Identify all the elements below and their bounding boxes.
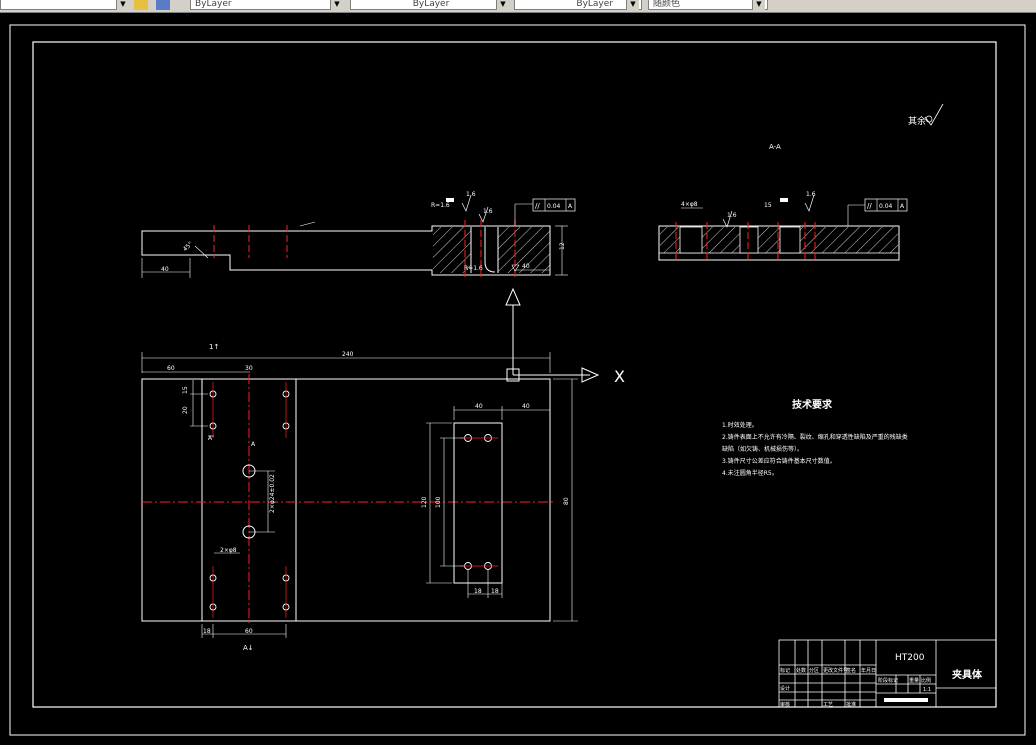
layer-state-icon[interactable]	[134, 0, 148, 10]
svg-text:4.未注圆角半径R5。: 4.未注圆角半径R5。	[722, 469, 778, 477]
title-block	[778, 639, 997, 708]
svg-text:40: 40	[161, 266, 169, 273]
svg-text:批准: 批准	[846, 701, 856, 708]
svg-text:工艺: 工艺	[823, 702, 833, 708]
svg-text:1↑: 1↑	[209, 343, 219, 351]
svg-text:18: 18	[474, 588, 482, 595]
svg-text:A: A	[208, 435, 213, 442]
roughness-symbol-icon	[722, 210, 733, 228]
svg-text:1.6: 1.6	[727, 212, 737, 219]
svg-text:40: 40	[522, 403, 530, 410]
chevron-down-icon[interactable]: ▼	[626, 0, 639, 10]
part-name: 夹具体	[952, 668, 983, 681]
chevron-down-icon[interactable]: ▼	[752, 0, 765, 10]
svg-text:12: 12	[559, 242, 566, 250]
svg-text:1:1: 1:1	[923, 687, 931, 693]
svg-text:60: 60	[167, 365, 175, 372]
svg-text:1.6: 1.6	[483, 208, 493, 215]
svg-text:X: X	[614, 367, 625, 386]
svg-text:0.04: 0.04	[879, 203, 893, 210]
svg-text:更改文件号: 更改文件号	[823, 667, 848, 674]
cad-drawing[interactable]: 其余 40 45° 12 40 R=1.6 R=1.6 1.6	[0, 13, 1036, 741]
flatness-frame	[532, 198, 576, 212]
svg-text:240: 240	[342, 351, 354, 358]
svg-text:标记: 标记	[780, 667, 790, 674]
svg-text:A-A: A-A	[769, 143, 781, 151]
plan-view: 1↑ 240 60 30 2×φ24±0.02	[141, 343, 578, 652]
svg-text:15: 15	[182, 386, 189, 394]
layer-dropdown[interactable]	[0, 0, 118, 10]
properties-toolbar: ▼ ByLayer ▼ ByLayer ▼ ByLayer ▼ 随颜色 ▼	[0, 0, 1036, 13]
svg-text:R=1.6: R=1.6	[431, 202, 450, 209]
svg-text:阶段标记: 阶段标记	[878, 677, 898, 684]
chevron-down-icon[interactable]: ▼	[116, 0, 129, 10]
svg-text:18: 18	[203, 628, 211, 635]
roughness-symbol-icon	[924, 103, 944, 126]
svg-text:A: A	[900, 203, 905, 210]
technical-notes: 技术要求 1.时效处理。 2.铸件表面上不允许有冷隔、裂纹、缩孔和穿透性缺陷及严…	[722, 398, 908, 477]
svg-text:年月日: 年月日	[861, 667, 876, 674]
svg-text:处数: 处数	[796, 667, 806, 674]
svg-text:A: A	[568, 203, 573, 210]
svg-text:40: 40	[475, 403, 483, 410]
front-view: 40 45° 12 40 R=1.6 R=1.6 1.6 1.6 // 0.04…	[141, 191, 576, 278]
svg-text:设计: 设计	[780, 685, 790, 692]
svg-text:120: 120	[421, 496, 428, 508]
roughness-symbol-icon	[478, 206, 489, 223]
svg-text:100: 100	[435, 496, 442, 508]
roughness-note: 其余	[908, 115, 926, 127]
svg-text:技术要求: 技术要求	[792, 398, 833, 411]
svg-text:4×φ8: 4×φ8	[681, 201, 698, 208]
roughness-symbol-icon	[804, 194, 815, 212]
roughness-symbol-icon	[461, 194, 472, 212]
chevron-down-icon[interactable]: ▼	[496, 0, 509, 10]
linetype-dropdown[interactable]: ByLayer	[350, 0, 508, 10]
svg-text:60: 60	[245, 628, 253, 635]
lineweight-dropdown[interactable]: ByLayer	[514, 0, 642, 10]
svg-text:20: 20	[182, 406, 189, 414]
material-label: HT200	[895, 653, 925, 663]
svg-text:80: 80	[563, 497, 570, 505]
svg-text:审核: 审核	[780, 701, 790, 708]
svg-text:2.铸件表面上不允许有冷隔、裂纹、缩孔和穿透性缺陷及严重的残: 2.铸件表面上不允许有冷隔、裂纹、缩孔和穿透性缺陷及严重的残缺类	[722, 433, 908, 441]
svg-text:1.6: 1.6	[466, 191, 476, 198]
svg-text:45°: 45°	[182, 240, 194, 252]
svg-text:A↓: A↓	[243, 644, 254, 652]
svg-text:比例: 比例	[921, 677, 931, 684]
sheet-inner-border	[32, 41, 997, 708]
chevron-down-icon[interactable]: ▼	[330, 0, 343, 10]
svg-text:2×φ24±0.02: 2×φ24±0.02	[269, 474, 276, 513]
svg-text://: //	[867, 202, 872, 210]
svg-text:40: 40	[522, 263, 530, 270]
svg-text:重量: 重量	[909, 677, 919, 684]
svg-text:30: 30	[245, 365, 253, 372]
svg-text:0.04: 0.04	[547, 203, 561, 210]
svg-text:2×φ8: 2×φ8	[220, 547, 237, 554]
drawing-canvas[interactable]: 其余 40 45° 12 40 R=1.6 R=1.6 1.6	[0, 13, 1036, 741]
sheet-outer-border	[9, 24, 1026, 736]
svg-text:分区: 分区	[809, 667, 819, 674]
svg-text:1.6: 1.6	[806, 191, 816, 198]
svg-text:18: 18	[491, 588, 499, 595]
ucs-icon: X	[505, 287, 625, 386]
svg-text:A: A	[251, 441, 256, 448]
layers-icon[interactable]	[156, 0, 170, 10]
svg-text:1.时效处理。: 1.时效处理。	[722, 421, 758, 429]
color-dropdown[interactable]: ByLayer	[190, 0, 340, 10]
plotstyle-dropdown[interactable]: 随颜色	[648, 0, 768, 10]
svg-text://: //	[535, 202, 540, 210]
svg-text:15: 15	[764, 202, 772, 209]
svg-text:3.铸件尺寸公差应符合铸件基本尺寸数值。: 3.铸件尺寸公差应符合铸件基本尺寸数值。	[722, 457, 836, 465]
svg-text:R=1.6: R=1.6	[464, 265, 483, 272]
svg-text:缺陷（如欠铸、机械损伤等）。: 缺陷（如欠铸、机械损伤等）。	[722, 445, 803, 453]
section-view-a-a: A-A 4×φ8 1.6 15 1.6 // 0.04 A	[658, 143, 908, 262]
svg-text:签名: 签名	[846, 667, 856, 674]
